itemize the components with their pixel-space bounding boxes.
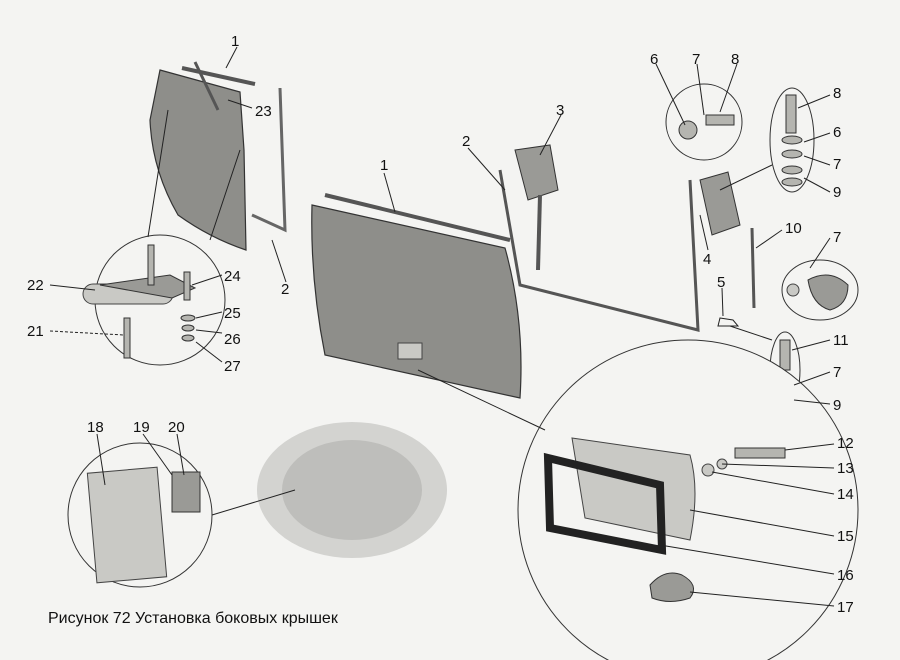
hinge-pin-circle [781, 259, 859, 321]
callout: 7 [833, 229, 841, 246]
callout: 6 [833, 124, 841, 141]
callout: 13 [837, 460, 854, 477]
callout: 15 [837, 528, 854, 545]
callout: 2 [462, 133, 470, 150]
callout: 14 [837, 486, 854, 503]
callout: 7 [692, 51, 700, 68]
plate-5 [717, 317, 740, 327]
blurred-cover [257, 422, 447, 558]
callout: 3 [556, 102, 564, 119]
callout: 21 [27, 323, 44, 340]
callout: 7 [833, 364, 841, 381]
callout: 9 [833, 397, 841, 414]
leader-line [417, 369, 546, 431]
frame-assembly [498, 144, 756, 332]
callout: 27 [224, 358, 241, 375]
left-side-cover [149, 61, 287, 251]
callout: 4 [703, 251, 711, 268]
callout: 11 [833, 332, 849, 349]
callout: 10 [785, 220, 802, 237]
callout: 17 [837, 599, 854, 616]
callout: 18 [87, 419, 104, 436]
callout: 6 [650, 51, 658, 68]
callout: 1 [380, 157, 388, 174]
leader-lines [49, 46, 835, 607]
hinge-detail-circle [82, 234, 226, 366]
callout: 20 [168, 419, 185, 436]
callout: 2 [281, 281, 289, 298]
main-side-cover [311, 193, 522, 399]
figure-caption: Рисунок 72 Установка боковых крышек [48, 610, 339, 627]
callout: 12 [837, 435, 854, 452]
callout: 24 [224, 268, 241, 285]
callout: 19 [133, 419, 150, 436]
callout: 16 [837, 567, 854, 584]
callout: 23 [255, 103, 272, 120]
callout: 1 [231, 33, 239, 50]
lock-detail-circle [67, 442, 213, 588]
callout: 26 [224, 331, 241, 348]
callout-labels: 1 23 2 22 24 25 26 21 27 1 2 3 6 7 8 8 6… [27, 33, 854, 616]
callout: 25 [224, 305, 241, 322]
callout: 8 [731, 51, 739, 68]
handle-detail-circle [517, 339, 859, 660]
callout: 22 [27, 277, 44, 294]
leader-line [147, 109, 169, 238]
callout: 7 [833, 156, 841, 173]
callout: 5 [717, 274, 725, 291]
leader-line [211, 489, 296, 516]
bolt-detail-circle [665, 83, 743, 161]
callout: 9 [833, 184, 841, 201]
callout: 8 [833, 85, 841, 102]
fastener-detail-oval [769, 87, 815, 193]
leader-line [209, 149, 241, 241]
